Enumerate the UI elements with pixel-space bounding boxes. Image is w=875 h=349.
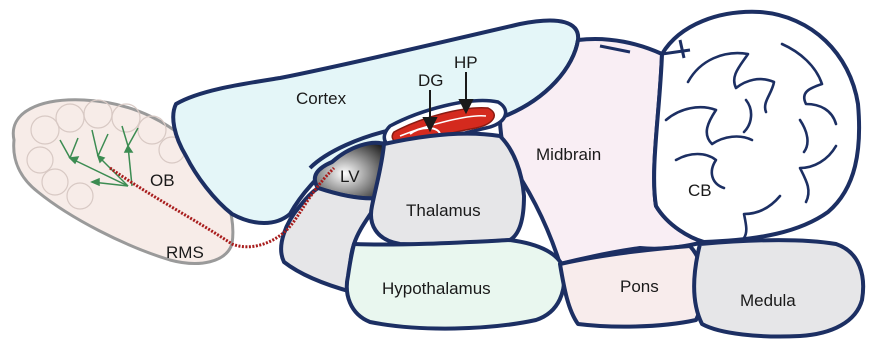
label-ob: OB [150, 171, 175, 190]
label-medula: Medula [740, 291, 796, 310]
cerebellum-region [654, 12, 859, 242]
label-lv: LV [340, 167, 360, 186]
label-cortex: Cortex [296, 89, 347, 108]
label-midbrain: Midbrain [536, 145, 601, 164]
label-thalamus: Thalamus [406, 201, 481, 220]
medula-region [694, 240, 863, 336]
label-hypothalamus: Hypothalamus [382, 279, 491, 298]
label-rms: RMS [166, 243, 204, 262]
label-pons: Pons [620, 277, 659, 296]
thalamus-region [371, 134, 524, 245]
label-dg: DG [418, 71, 444, 90]
label-hp: HP [454, 53, 478, 72]
label-cb: CB [688, 181, 712, 200]
